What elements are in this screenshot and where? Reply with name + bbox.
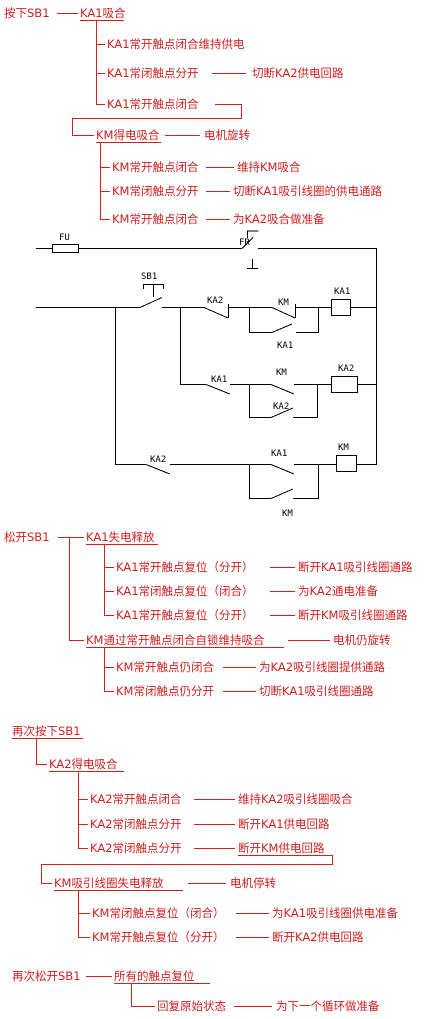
s1-sub-1: KM常开触点闭合	[112, 160, 199, 174]
s2-sub-1: KM常开触点仍闭合	[116, 660, 214, 674]
s3-item-3-result: 断开KM供电回路	[238, 841, 325, 855]
s2-km-hold: KM通过常开触点闭合自锁维持吸合	[86, 633, 265, 647]
ka1-no-blade-c	[270, 464, 295, 475]
s1-sub-1-result: 维持KM吸合	[237, 160, 301, 174]
fr-contact-blade	[241, 237, 254, 249]
s3-branch-trunk	[78, 772, 88, 849]
ka2-bypass-right	[293, 384, 318, 418]
s3-head: 再次按下SB1	[12, 724, 81, 738]
ka2-nc-blade-c	[145, 464, 171, 475]
s1-branch-trunk	[96, 20, 105, 105]
ka1-bypass-right	[296, 307, 319, 333]
ka2-nc-blade-a	[203, 307, 229, 319]
s2-item-3: KA1常开触点复位（分开）	[116, 608, 254, 622]
s1-sub-trunk	[100, 143, 110, 220]
s3-km-release: KM吸引线圈失电释放	[54, 876, 164, 890]
s1-km-pull: KM得电吸合	[96, 128, 160, 142]
ka1-no-blade-a	[271, 323, 293, 333]
s1-head: 按下SB1	[4, 6, 50, 20]
s2-item-1-result: 断开KA1吸引线圈通路	[298, 560, 413, 574]
ka1-bypass-left	[249, 307, 272, 333]
s3-km-loop	[41, 855, 333, 884]
ka2-no-blade-b	[270, 407, 294, 418]
s1-sub-2-result: 切断KA1吸引线圈的供电通路	[233, 184, 383, 198]
s1-item-2: KA1常闭触点分开	[107, 66, 199, 80]
label-ka1-b: KA1	[211, 375, 227, 385]
fr-bracket	[247, 230, 259, 238]
label-coil-ka2: KA2	[338, 364, 354, 374]
s3-item-1-result: 维持KA2吸引线圈吸合	[238, 792, 353, 806]
s4-head: 再次松开SB1	[12, 969, 81, 983]
s1-sub-3-result: 为KA2吸合做准备	[233, 212, 325, 226]
label-ka1-a: KA1	[277, 341, 293, 351]
label-fu: FU	[59, 233, 70, 243]
s3-item-1: KA2常开触点闭合	[90, 792, 182, 806]
fuse-fu	[52, 244, 79, 253]
s3-ka2-connector	[36, 739, 47, 765]
s2-ka1-release: KA1失电释放	[86, 530, 155, 544]
label-fr: FR	[239, 238, 250, 248]
s2-item-3-result: 断开KM吸引线圈通路	[298, 608, 408, 622]
label-ka1-c: KA1	[271, 449, 287, 459]
sb1-blade	[139, 297, 163, 308]
s3-km-result: 电机停转	[230, 876, 276, 890]
label-ka2-b: KA2	[273, 402, 289, 412]
s3-item-2-result: 断开KA1供电回路	[238, 817, 330, 831]
s3-sub-2: KM常开触点复位（分开）	[92, 930, 225, 944]
km-no-blade-b	[270, 384, 295, 395]
s3-sub-trunk	[78, 891, 90, 938]
s2-item-2: KA1常闭触点复位（闭合）	[116, 584, 254, 598]
s2-sub-2-result: 切断KA1吸引线圈通路	[259, 684, 374, 698]
s1-sub-2: KM常闭触点分开	[112, 184, 199, 198]
label-ka2-c: KA2	[150, 455, 166, 465]
s2-head: 松开SB1	[4, 530, 50, 544]
coil-ka1	[331, 299, 351, 316]
s2-sub-2: KM常闭触点仍分开	[116, 684, 214, 698]
coil-ka2	[331, 376, 358, 393]
s2-branch-trunk	[104, 545, 114, 616]
s1-item-1: KA1常开触点闭合维持供电	[107, 37, 245, 51]
label-ka2-a: KA2	[207, 296, 223, 306]
s4-connector	[131, 984, 155, 1007]
label-coil-km: KM	[338, 443, 349, 453]
s3-item-2: KA2常闭触点分开	[90, 817, 182, 831]
s1-km-loop	[72, 104, 242, 136]
ka2-bypass-left	[249, 384, 271, 418]
s2-main-trunk	[69, 538, 84, 641]
s3-item-3: KA2常闭触点分开	[90, 841, 182, 855]
s4-restore: 回复原始状态	[157, 999, 226, 1013]
km-bypass-right	[293, 464, 319, 499]
km-no-blade-c	[270, 488, 294, 499]
km-bypass-left	[249, 464, 271, 499]
s2-km-result: 电机仍旋转	[333, 633, 391, 647]
s3-sub-2-result: 断开KA2供电回路	[272, 930, 364, 944]
s3-sub-1-result: 为KA1吸引线圈供电准备	[272, 906, 399, 920]
s1-sub-3: KM常开触点闭合	[112, 212, 199, 226]
s4-reset: 所有的触点复位	[114, 969, 195, 983]
label-km-c: KM	[282, 509, 293, 519]
s1-km-result: 电机旋转	[204, 128, 250, 142]
coil-km	[336, 455, 357, 472]
s2-item-2-result: 为KA2通电准备	[298, 584, 379, 598]
s2-sub-1-result: 为KA2吸引线圈提供通路	[259, 660, 386, 674]
s2-sub-trunk	[104, 648, 114, 692]
label-km-b: KM	[276, 368, 287, 378]
s1-ka1-pull: KA1吸合	[80, 6, 126, 20]
s1-item-3: KA1常开触点闭合	[107, 97, 199, 111]
label-coil-ka1: KA1	[334, 287, 350, 297]
s3-ka2-pull: KA2得电吸合	[49, 757, 118, 771]
s2-item-1: KA1常开触点复位（分开）	[116, 560, 254, 574]
s3-sub-1: KM常闭触点复位（闭合）	[92, 906, 225, 920]
label-sb1: SB1	[141, 272, 157, 282]
s1-item-2-result: 切断KA2供电回路	[252, 66, 344, 80]
label-km-a: KM	[278, 298, 289, 308]
s4-result: 为下一个循环做准备	[276, 999, 380, 1013]
ka1-no-blade-b	[205, 384, 231, 395]
km-nc-blade-a	[271, 307, 296, 319]
